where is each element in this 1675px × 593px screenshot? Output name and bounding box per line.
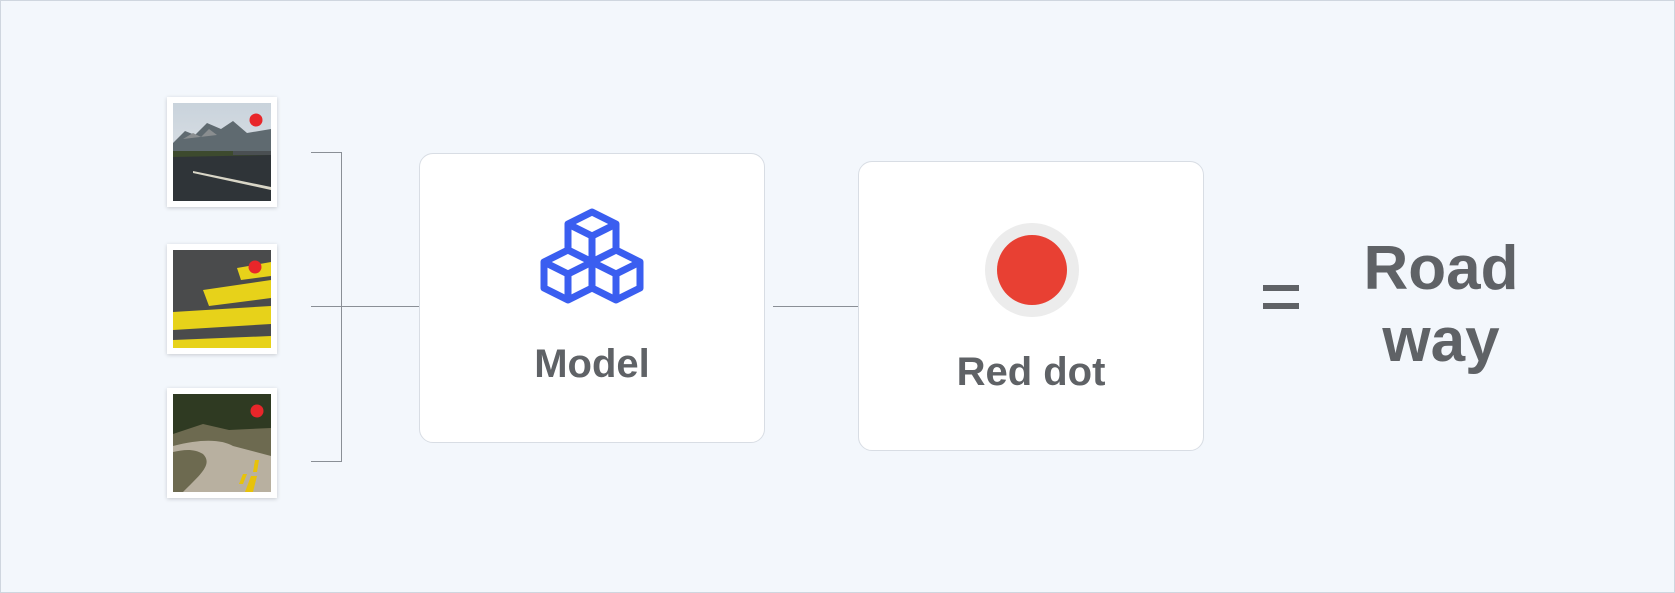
- model-label: Model: [534, 342, 650, 386]
- output-label: Red dot: [956, 350, 1106, 394]
- connector-bracket-vertical: [341, 152, 342, 462]
- red-dot-marker-icon: [248, 260, 262, 274]
- connector-model-to-output: [773, 306, 858, 307]
- input-image-mountain-road: [167, 97, 277, 207]
- result-line-1: Road: [1363, 234, 1519, 303]
- connector-middle: [311, 306, 419, 307]
- red-dot-icon: [985, 223, 1079, 317]
- equals-sign: [1263, 279, 1299, 319]
- red-dot-marker-icon: [250, 404, 264, 418]
- result-line-2: way: [1382, 306, 1500, 375]
- crosswalk-photo: [173, 250, 271, 348]
- connector-bottom: [311, 461, 342, 462]
- mountain-road-photo: [173, 103, 271, 201]
- output-card: Red dot: [858, 161, 1204, 451]
- cubes-icon: [540, 208, 644, 304]
- input-image-crosswalk: [167, 244, 277, 354]
- result-label: Road way: [1341, 233, 1541, 377]
- model-card: Model: [419, 153, 765, 443]
- connector-top: [311, 152, 342, 153]
- red-dot-marker-icon: [249, 113, 263, 127]
- curved-road-photo: [173, 394, 271, 492]
- input-image-curved-road: [167, 388, 277, 498]
